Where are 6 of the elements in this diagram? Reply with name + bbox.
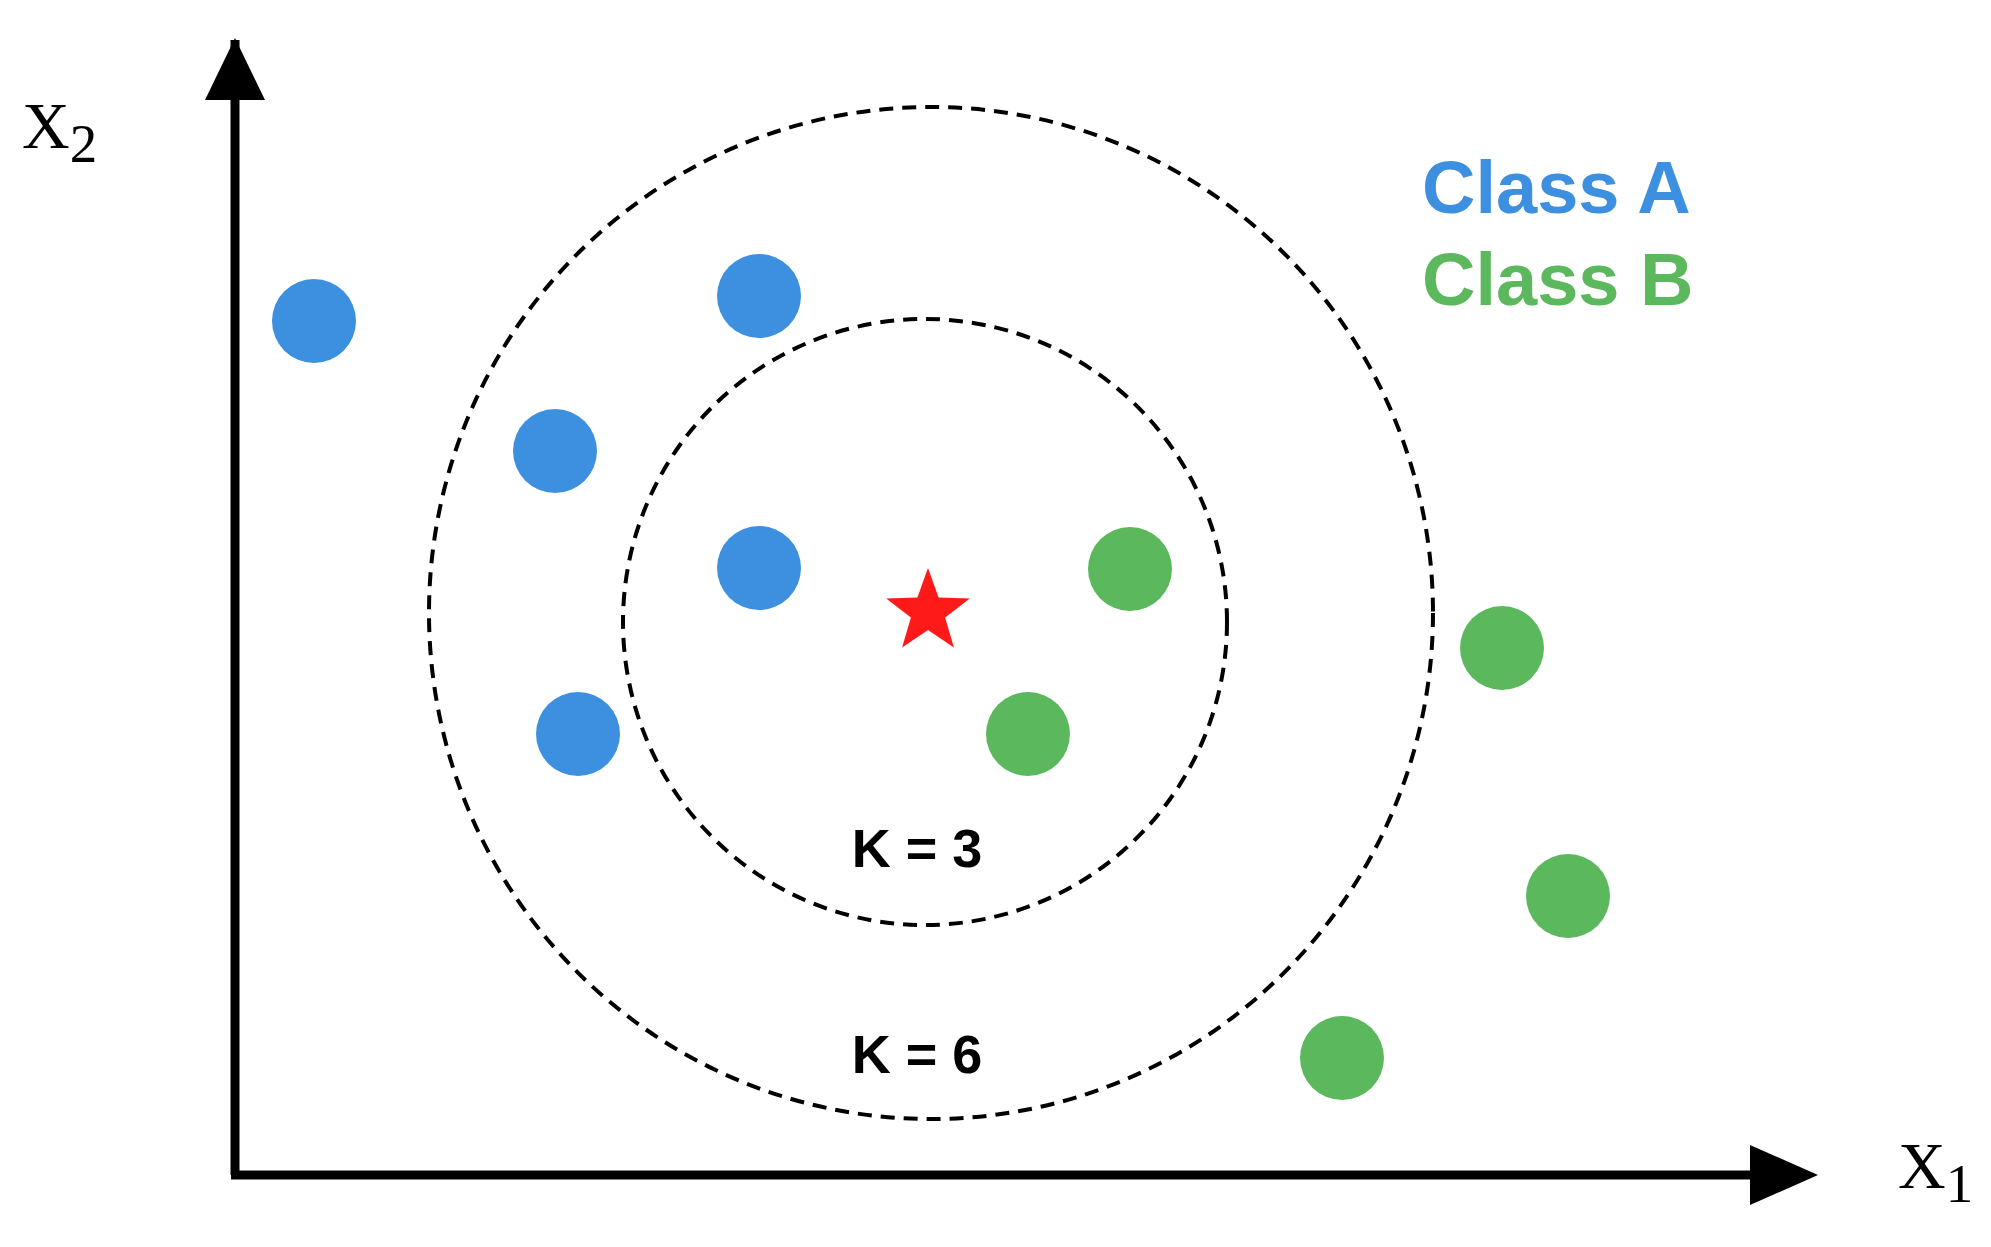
k-value-label: K = 3 xyxy=(851,817,983,879)
legend-text: Class A xyxy=(1422,145,1691,230)
axis-label: X$_{1}$ xyxy=(1898,1128,1974,1216)
k-value-label: K = 6 xyxy=(851,1023,983,1085)
axis-label: X$_{2}$ xyxy=(22,88,98,176)
legend-text: Class B xyxy=(1422,237,1694,322)
